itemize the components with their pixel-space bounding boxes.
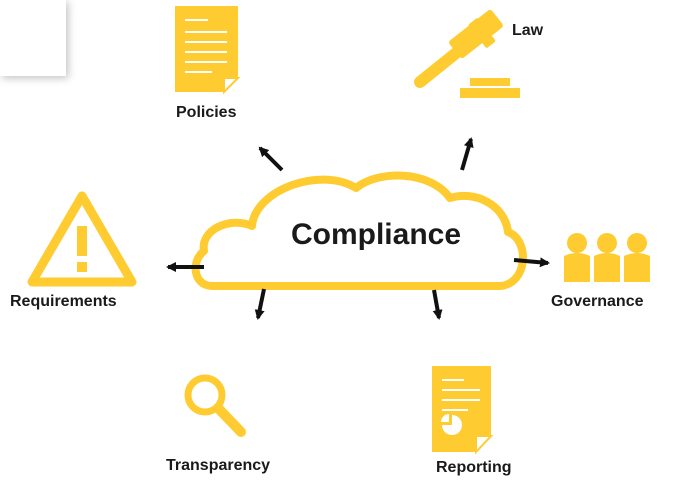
document-icon xyxy=(175,6,241,95)
node-label-policies: Policies xyxy=(176,104,237,121)
node-label-transparency: Transparency xyxy=(166,457,271,474)
arrow-to-transparency xyxy=(254,288,266,320)
arrow-to-governance xyxy=(513,257,550,268)
people-icon xyxy=(564,233,650,282)
center-label-compliance: Compliance xyxy=(290,218,462,251)
node-label-governance: Governance xyxy=(551,293,644,310)
node-label-reporting: Reporting xyxy=(436,459,512,476)
arrow-to-reporting xyxy=(432,289,443,320)
magnifier-icon xyxy=(184,374,246,437)
cloud-shape xyxy=(191,171,527,290)
node-label-requirements: Requirements xyxy=(10,293,117,310)
report-icon xyxy=(432,366,494,455)
node-label-law: Law xyxy=(512,22,544,39)
corner-panel xyxy=(0,0,66,76)
gavel-icon xyxy=(414,9,520,98)
warning-icon xyxy=(27,191,137,287)
arrow-to-policies xyxy=(258,146,284,172)
arrow-to-law xyxy=(460,137,474,171)
arrows xyxy=(166,137,550,320)
